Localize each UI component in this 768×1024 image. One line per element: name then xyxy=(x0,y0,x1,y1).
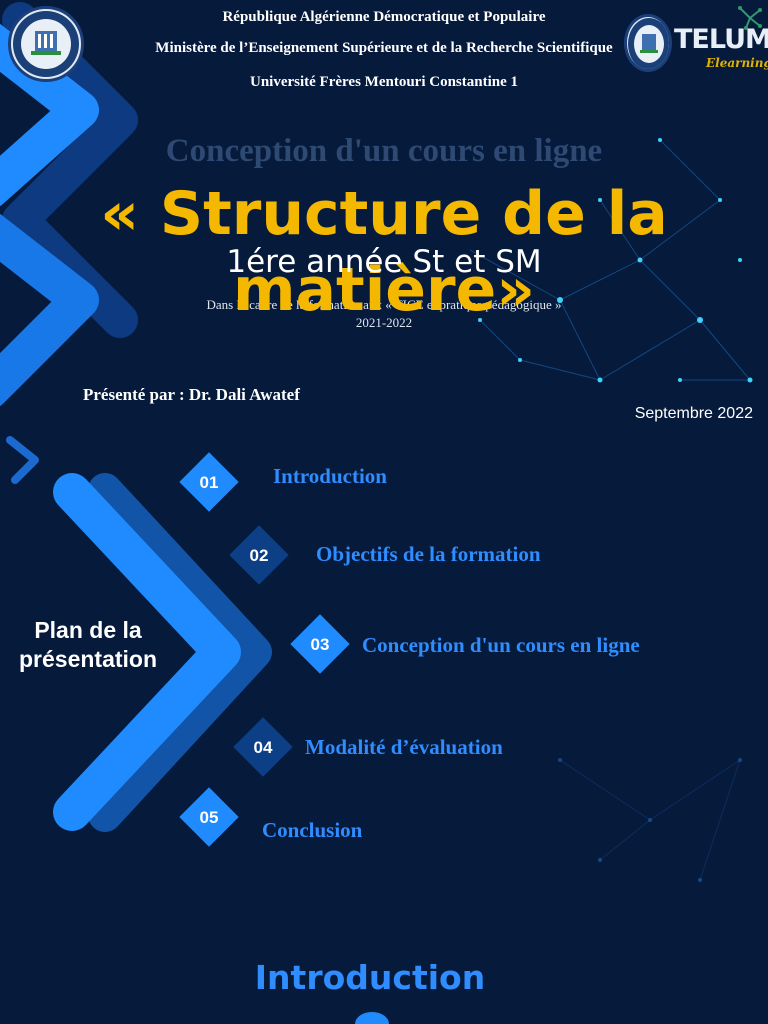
telum-seal-logo xyxy=(624,14,672,72)
plan-item-modalite[interactable]: Modalité d’évaluation xyxy=(305,735,503,759)
item-02-number: 02 xyxy=(249,546,269,565)
item-05-number: 05 xyxy=(199,808,219,827)
subtitle: 1ére année St et SM xyxy=(226,244,542,280)
item-01-number: 01 xyxy=(199,473,219,492)
header-ministry: Ministère de l’Enseignement Supérieure e… xyxy=(155,40,613,56)
university-logo xyxy=(8,6,84,82)
plan-item-introduction[interactable]: Introduction xyxy=(273,464,387,488)
item-04-number: 04 xyxy=(253,738,273,757)
training-context: Dans le cadre de la formation aux « TICE… xyxy=(206,297,562,312)
item-03-number: 03 xyxy=(310,635,330,654)
plan-item-objectifs[interactable]: Objectifs de la formation xyxy=(316,542,541,566)
academic-years: 2021-2022 xyxy=(355,315,413,330)
presenter: Présenté par : Dr. Dali Awatef xyxy=(83,385,300,404)
main-title: « Structure de la matière» xyxy=(100,179,668,325)
telum-tagline: Elearning xyxy=(706,56,768,70)
plan-title: Plan de la présentation xyxy=(18,617,158,672)
introduction-heading: Introduction xyxy=(254,958,486,997)
circuit-icon xyxy=(736,4,764,32)
university-emblem-icon xyxy=(13,11,79,77)
header-republic: République Algérienne Démocratique et Po… xyxy=(222,9,546,25)
telum-seal-icon xyxy=(628,18,669,69)
ghost-title: Conception d'un cours en ligne xyxy=(165,133,603,169)
presentation-date: Septembre 2022 xyxy=(634,405,753,422)
plan-item-conclusion[interactable]: Conclusion xyxy=(262,818,363,842)
plan-item-conception[interactable]: Conception d'un cours en ligne xyxy=(362,633,640,657)
header-university: Université Frères Mentouri Constantine 1 xyxy=(249,74,518,90)
telum-wordmark: TELUM xyxy=(674,24,768,55)
